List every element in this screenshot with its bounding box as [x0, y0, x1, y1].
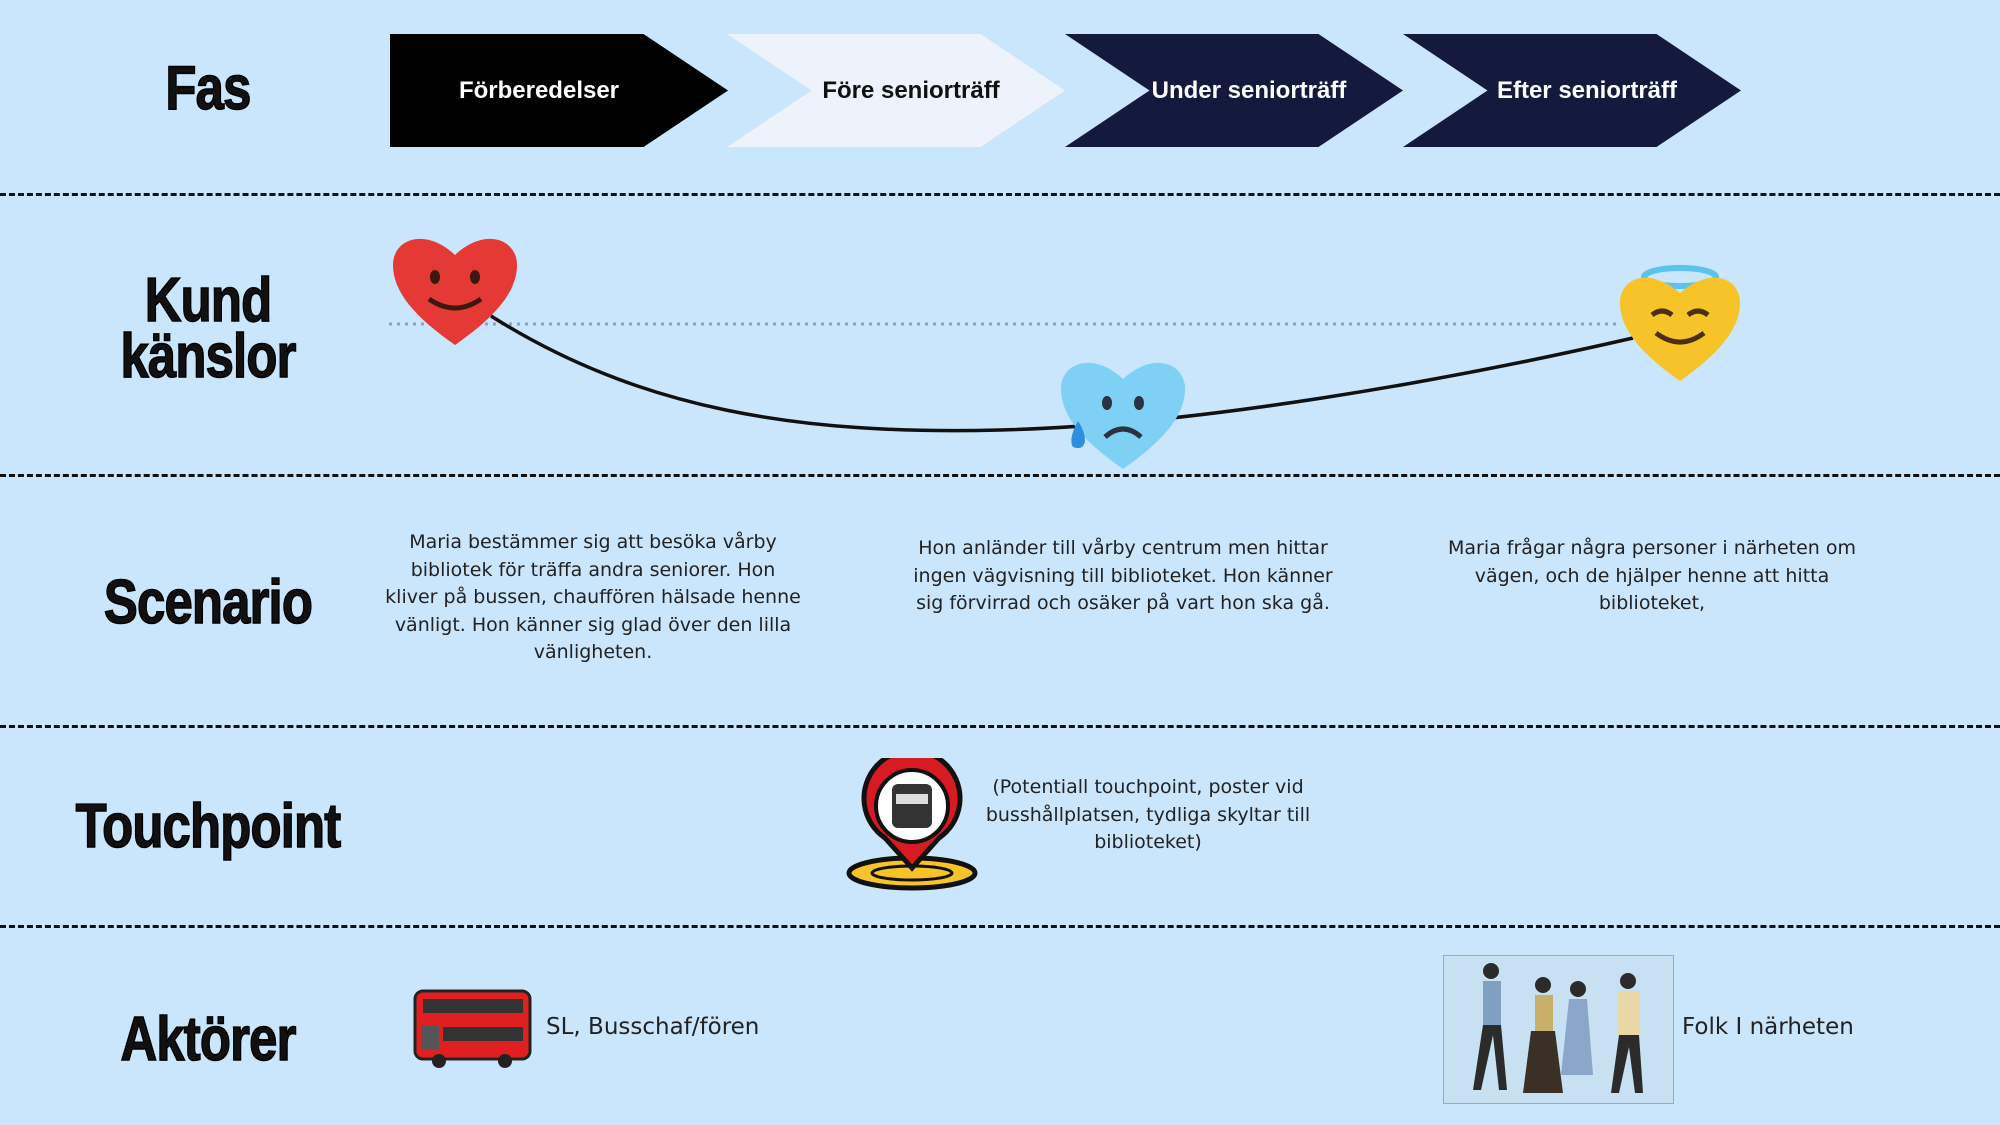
- phase-label: Efter seniorträff: [1496, 76, 1678, 104]
- row-label-actors: Aktörer: [120, 1005, 297, 1074]
- crying-blue-heart-icon: [1061, 362, 1185, 469]
- actor-label-people: Folk I närheten: [1682, 1014, 1854, 1040]
- phase-label: Förberedelser: [458, 76, 620, 104]
- smiling-red-heart-icon: [393, 238, 517, 345]
- people-walking-image: [1443, 955, 1674, 1104]
- touchpoint-text: (Potentiall touchpoint, poster vid bussh…: [985, 776, 1311, 853]
- phase-label: Under seniorträff: [1151, 76, 1347, 104]
- bus-stop-pin-icon: [846, 758, 978, 891]
- row-label-scenario: Scenario: [103, 568, 313, 637]
- row-label-touchpoint: Touchpoint: [75, 792, 342, 861]
- scenario-text-1: Maria bestämmer sig att besöka vårby bib…: [385, 531, 801, 663]
- divider: [0, 474, 2000, 477]
- divider: [0, 193, 2000, 196]
- scenario-text-2: Hon anländer till vårby centrum men hitt…: [913, 537, 1333, 614]
- angel-yellow-heart-icon: [1620, 265, 1740, 381]
- divider: [0, 925, 2000, 928]
- divider: [0, 725, 2000, 728]
- row-label-emotion: Kund känslor: [120, 266, 297, 391]
- scenario-text-3: Maria frågar några personer i närheten o…: [1448, 537, 1856, 614]
- double-decker-bus-icon: [413, 989, 532, 1068]
- actor-label-bus: SL, Busschaf/fören: [546, 1014, 760, 1040]
- phase-label: Före seniorträff: [822, 76, 1000, 104]
- emotion-line: [490, 314, 1634, 433]
- row-label-phase: Fas: [165, 54, 252, 123]
